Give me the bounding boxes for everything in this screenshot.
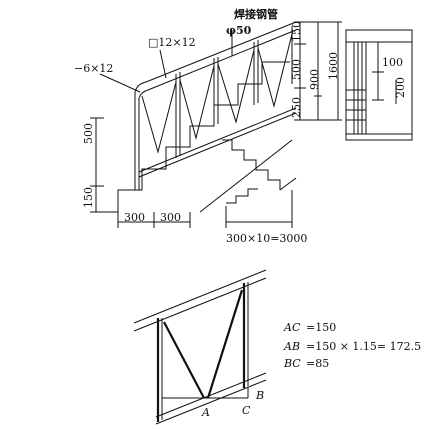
infill-v-2 [179,65,215,140]
leader-square-bar [159,49,167,79]
infill-v-3 [217,49,255,124]
stair-elevation: 焊接钢管 φ50 □12×12 −6×12 150 500 250 900 16… [74,7,342,245]
baluster-detail: A B C AC =150 AB =150 × 1.15= 172.5 BC =… [133,269,421,425]
dim-900: 900 [308,69,321,90]
ac-key: AC [283,321,301,334]
dim-300-b: 300 [160,211,181,224]
stair-soffit [199,139,293,213]
ac-val: =150 [306,321,336,334]
leader-flat-bar [99,73,141,93]
bottom-rail-lower [138,112,297,178]
point-c: C [242,404,251,417]
dim-300-a: 300 [124,211,145,224]
detail-diag-left [163,321,205,399]
detail-top-rail-lower [133,277,267,332]
dim-500-left: 500 [82,123,95,144]
lower-stub-steps [226,188,258,204]
ab-key: AB [283,340,300,353]
point-a: A [201,406,210,419]
dim-200: 200 [394,77,407,98]
dim-250: 250 [290,97,303,118]
section-frame [345,29,413,141]
point-b: B [255,389,264,402]
pipe-dia: φ50 [226,24,252,37]
bc-val: =85 [306,357,329,370]
detail-top-rail [133,269,267,324]
bc-key: BC [283,357,301,370]
upper-flight-soffit [279,177,297,191]
pipe-title: 焊接钢管 [234,7,278,21]
detail-diag-right [206,289,244,399]
dim-100: 100 [382,56,403,69]
run-dim: 300×10=3000 [226,232,307,245]
handrail-pipe [134,21,297,93]
dim-150-left: 150 [82,187,95,208]
dim-500-mid: 500 [290,59,303,80]
infill-v-4 [257,33,293,108]
infill-v-1 [141,81,177,154]
dim-150-top: 150 [290,21,303,42]
detail-bottom-rail-lower [155,379,267,425]
stair-section: 100 200 [345,29,413,141]
handrail-pipe-lower [138,29,297,99]
bottom-rail [138,107,297,173]
dim-1600: 1600 [327,52,340,80]
stair-steps [100,61,290,213]
ab-val: =150 × 1.15= 172.5 [306,340,421,353]
upper-flight-steps [222,139,281,190]
flat-bar-label: −6×12 [74,62,113,75]
square-bar-label: □12×12 [148,36,196,49]
